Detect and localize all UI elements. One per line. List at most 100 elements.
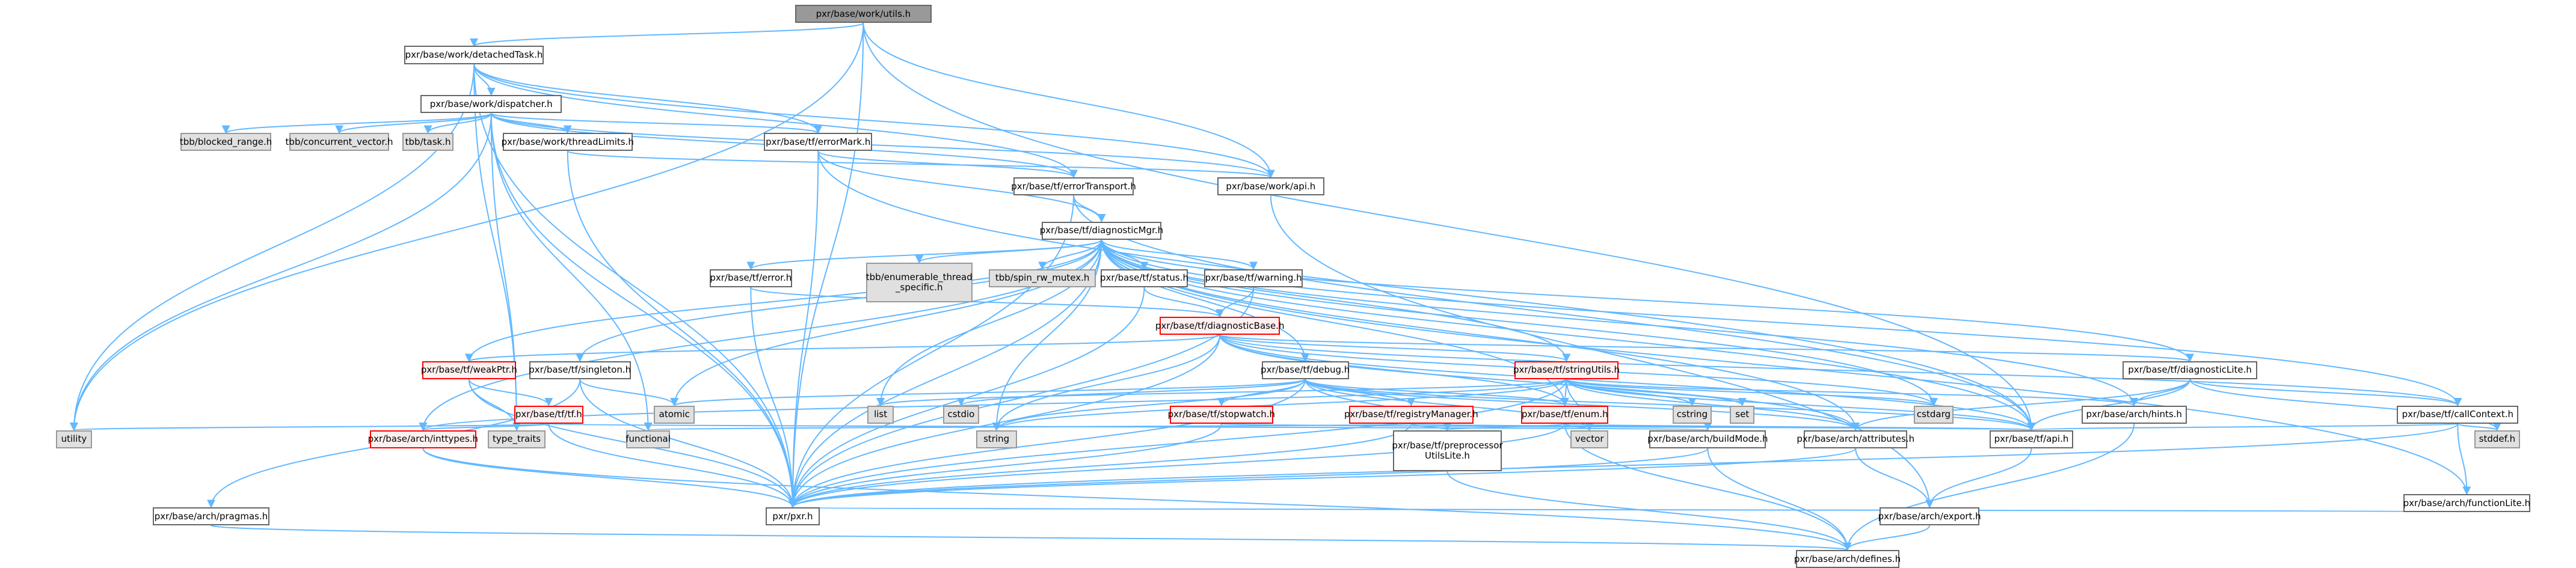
node-thread-limits[interactable]: pxr/base/work/threadLimits.h [501,133,634,151]
node-weak-ptr[interactable]: pxr/base/tf/weakPtr.h [421,361,517,379]
node-tf[interactable]: pxr/base/tf/tf.h [514,405,583,424]
edge-enum-to-pxr [788,423,1566,508]
edge-diagnosticLite-to-callContext [2189,379,2462,407]
node-concurrent-vector[interactable]: tbb/concurrent_vector.h [286,133,393,151]
node-label: pxr/base/arch/inttypes.h [367,433,479,445]
edge-debug-to-atomic [670,379,1306,407]
edge-export-to-defines [1843,525,1931,551]
node-defines[interactable]: pxr/base/arch/defines.h [1794,550,1901,568]
node-error-mark[interactable]: pxr/base/tf/errorMark.h [764,133,873,151]
node-label: pxr/base/work/utils.h [816,8,911,19]
node-preproc[interactable]: pxr/base/tf/preprocessor UtilsLite.h [1392,430,1503,471]
node-hints[interactable]: pxr/base/arch/hints.h [2081,405,2187,424]
edge-registryManager-to-pxr [788,423,1412,508]
node-diagnostic-lite[interactable]: pxr/base/tf/diagnosticLite.h [2123,361,2258,379]
node-label: pxr/base/tf/stringUtils.h [1513,364,1620,376]
node-call-context[interactable]: pxr/base/tf/callContext.h [2397,405,2519,424]
node-detached-task[interactable]: pxr/base/work/detachedTask.h [404,46,544,64]
edge-diagnosticBase-to-stringUtils [1219,334,1571,362]
edge-functionLite-to-pxr [792,506,2468,516]
node-dispatcher[interactable]: pxr/base/work/dispatcher.h [420,95,562,114]
node-stddef[interactable]: stddef.h [2474,430,2521,448]
node-debug[interactable]: pxr/base/tf/debug.h [1261,361,1350,379]
node-build-mode[interactable]: pxr/base/arch/buildMode.h [1647,430,1768,448]
node-label: pxr/base/arch/attributes.h [1797,433,1915,445]
node-blocked-range[interactable]: tbb/blocked_range.h [180,133,272,151]
node-diagnostic-base[interactable]: pxr/base/tf/diagnosticBase.h [1155,317,1284,335]
node-status[interactable]: pxr/base/tf/status.h [1100,269,1188,287]
node-singleton[interactable]: pxr/base/tf/singleton.h [529,361,631,379]
node-pragmas[interactable]: pxr/base/arch/pragmas.h [153,507,269,526]
node-string[interactable]: string [976,430,1017,448]
node-atomic[interactable]: atomic [654,405,695,424]
node-enum[interactable]: pxr/base/tf/enum.h [1521,405,1609,424]
edge-stringUtils-to-cstdarg [1566,379,1938,407]
node-label: pxr/base/tf/stopwatch.h [1167,409,1276,420]
node-registry-manager[interactable]: pxr/base/tf/registryManager.h [1344,405,1478,424]
edge-dispatcher-to-pxr [490,113,797,508]
node-label: vector [1575,433,1604,445]
edge-debug-to-cstdio [957,379,1306,407]
edge-detachedTask-to-workApi [473,64,1275,179]
node-label: pxr/base/work/threadLimits.h [501,136,634,147]
node-vector[interactable]: vector [1570,430,1609,448]
edge-stringUtils-to-tfApi [1566,379,2036,432]
node-label: pxr/base/tf/api.h [1994,433,2069,445]
edge-weakPtr-to-tf [468,379,553,407]
edge-status-to-pxr [788,287,1145,508]
edge-stringUtils-to-inttypes [419,379,1567,432]
edge-debug-to-tfApi [1305,379,2036,432]
node-task[interactable]: tbb/task.h [402,133,453,151]
edge-errorMark-to-diagnosticMgr [817,151,1106,223]
node-label: pxr/base/work/api.h [1226,180,1316,192]
node-label: pxr/base/tf/errorTransport.h [1011,180,1136,192]
node-label: set [1735,409,1750,420]
edge-stringUtils-to-list [876,379,1567,407]
edge-diagnosticMgr-to-pxr [788,239,1102,508]
node-label: tbb/task.h [405,136,451,147]
node-tf-api[interactable]: pxr/base/tf/api.h [1989,430,2074,448]
node-error[interactable]: pxr/base/tf/error.h [710,269,792,287]
node-label: pxr/base/tf/debug.h [1261,364,1350,376]
node-inttypes[interactable]: pxr/base/arch/inttypes.h [367,430,479,448]
edge-utils-to-utility [69,23,864,432]
edge-detachedTask-to-pxr [473,64,797,508]
node-cstdio[interactable]: cstdio [942,405,979,424]
edge-dispatcher-to-concurrent_vector [335,112,492,134]
node-label: pxr/pxr.h [772,510,813,522]
node-cstdarg[interactable]: cstdarg [1914,405,1954,424]
edge-diagnosticBase-to-callContext [1219,334,2462,407]
edge-diagnosticBase-to-diagnosticLite [1219,334,2194,362]
node-work-api[interactable]: pxr/base/work/api.h [1217,177,1324,196]
node-string-utils[interactable]: pxr/base/tf/stringUtils.h [1513,361,1620,379]
node-ets[interactable]: tbb/enumerable_thread _specific.h [865,263,973,302]
edge-diagnosticMgr-to-warning [1101,239,1258,270]
edge-buildMode-to-defines [1707,448,1852,551]
edge-dispatcher-to-blocked_range [221,112,492,134]
edge-tf-to-utility [70,422,550,432]
edge-utils-to-tfApi [862,23,2036,432]
edge-hints-to-defines [1843,423,2135,551]
node-attributes[interactable]: pxr/base/arch/attributes.h [1797,430,1914,448]
node-export[interactable]: pxr/base/arch/export.h [1878,507,1981,526]
node-type-traits[interactable]: type_traits [488,430,546,448]
edge-detachedTask-to-utility [69,64,475,432]
node-utils[interactable]: pxr/base/work/utils.h [795,5,932,23]
edge-dispatcher-to-task [423,113,492,134]
node-cstring[interactable]: cstring [1672,405,1712,424]
node-diagnostic-mgr[interactable]: pxr/base/tf/diagnosticMgr.h [1040,221,1163,240]
node-function-lite[interactable]: pxr/base/arch/functionLite.h [2403,494,2530,513]
node-functional[interactable]: functional [626,430,671,448]
node-error-transport[interactable]: pxr/base/tf/errorTransport.h [1011,177,1136,196]
edge-errorMark-to-tfApi [817,151,2036,432]
edge-diagnosticMgr-to-functionLite [1101,239,2471,495]
node-warning[interactable]: pxr/base/tf/warning.h [1204,269,1303,287]
node-utility[interactable]: utility [55,430,92,448]
edge-diagnosticMgr-to-weakPtr [464,239,1102,362]
node-list[interactable]: list [867,405,894,424]
node-pxr[interactable]: pxr/pxr.h [765,507,820,526]
edge-diagnosticMgr-to-callContext [1101,239,2462,407]
node-spin[interactable]: tbb/spin_rw_mutex.h [989,269,1096,287]
node-set[interactable]: set [1730,405,1755,424]
node-stopwatch[interactable]: pxr/base/tf/stopwatch.h [1167,405,1276,424]
